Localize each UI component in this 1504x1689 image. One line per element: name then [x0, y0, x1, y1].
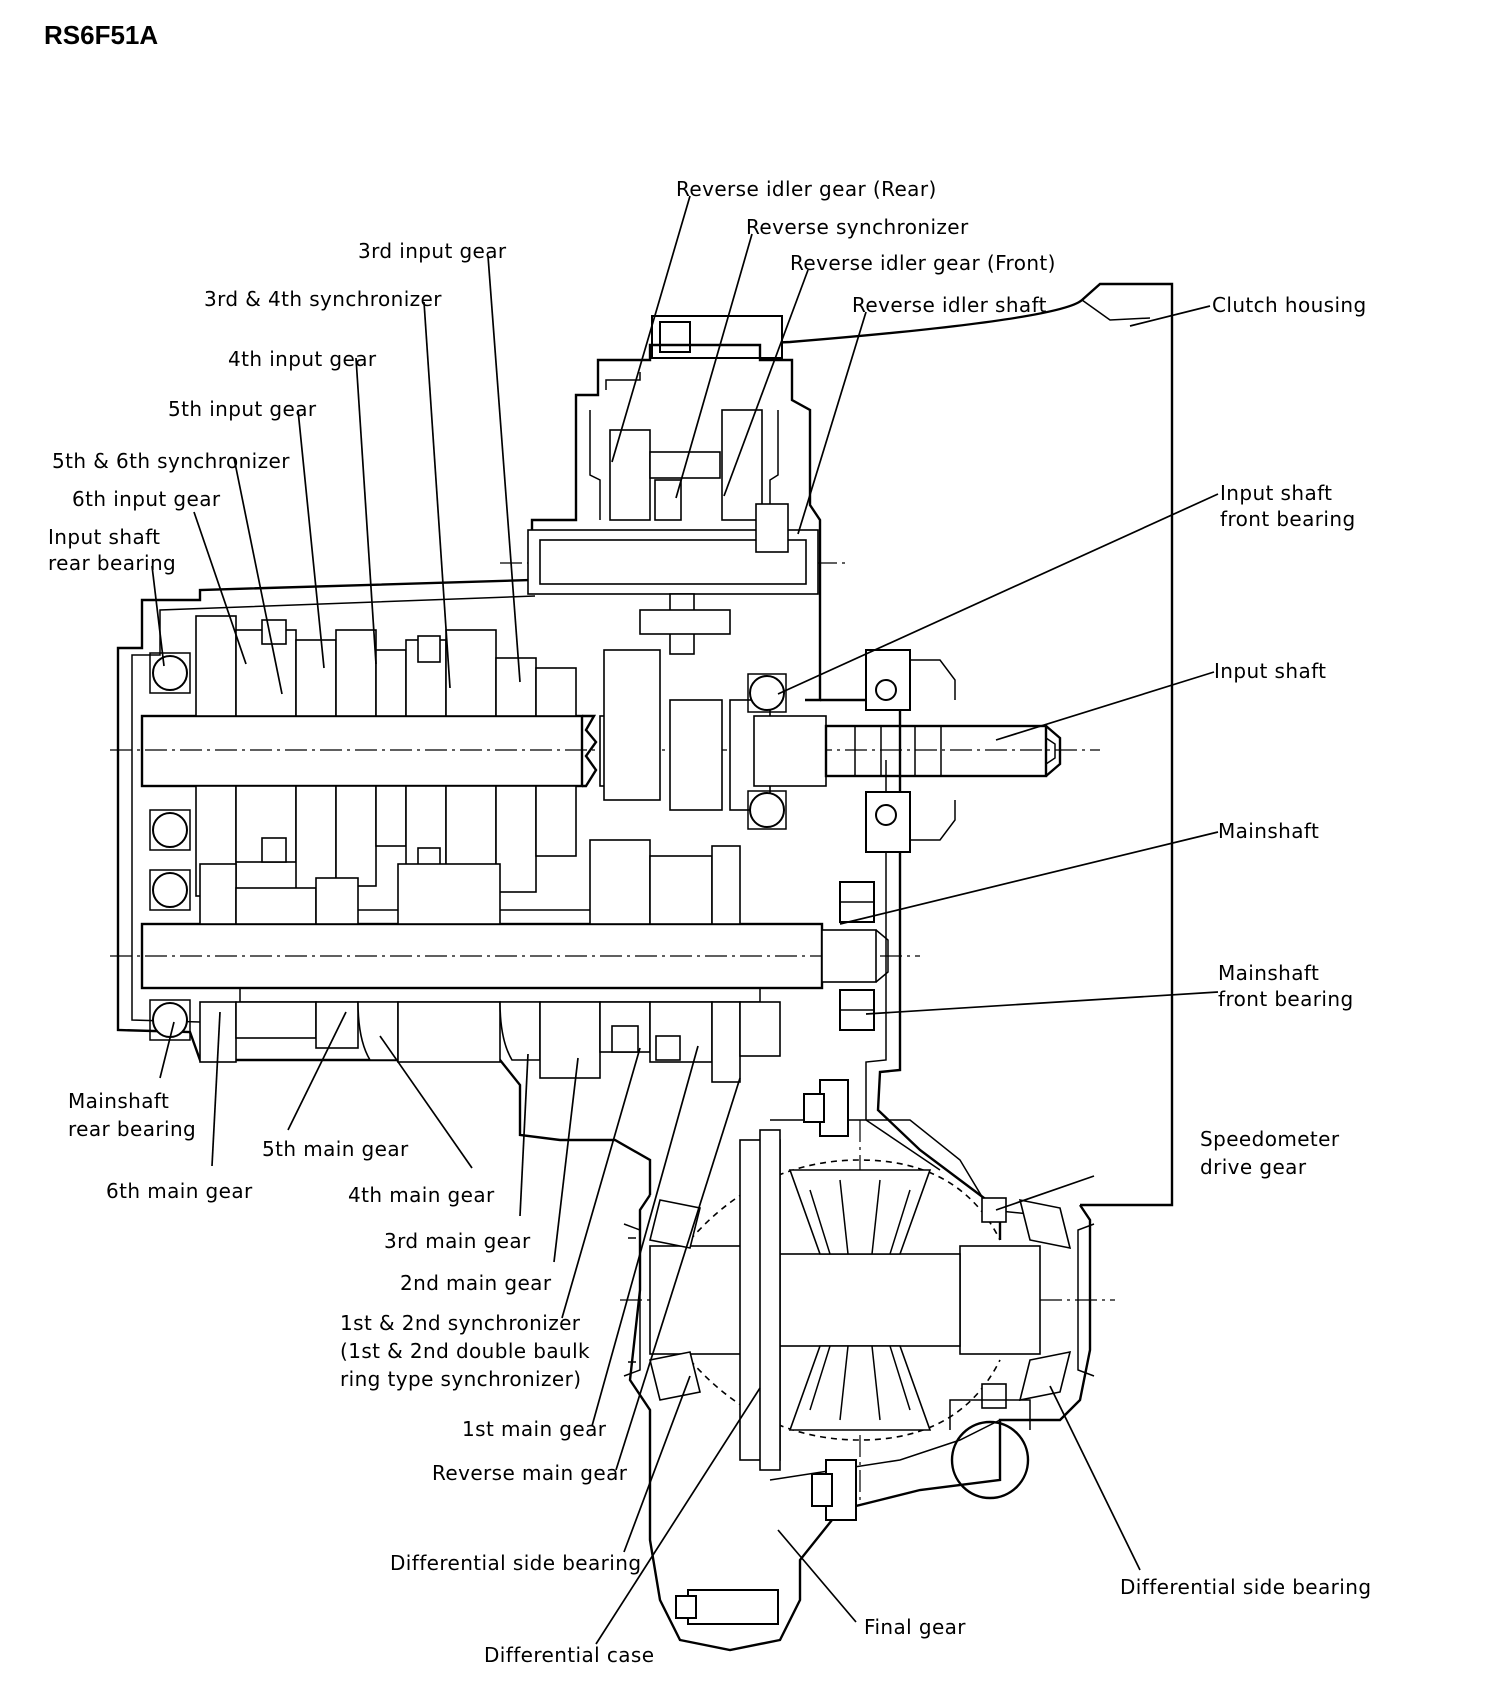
label-final-gear: Final gear — [864, 1615, 966, 1639]
reverse-idler-assembly — [527, 409, 819, 655]
label-clutch-housing: Clutch housing — [1212, 293, 1367, 317]
label-input-shaft-rear-bearing-line2: rear bearing — [48, 551, 176, 575]
label-reverse-idler-gear-rear: Reverse idler gear (Rear) — [676, 177, 937, 201]
label-first-second-synchronizer-line2: (1st & 2nd double baulk — [340, 1339, 590, 1363]
differential-oil-seals — [623, 1223, 1095, 1377]
label-fourth-main-gear: 4th main gear — [348, 1183, 495, 1207]
label-fourth-input-gear: 4th input gear — [228, 347, 377, 371]
label-sixth-input-gear: 6th input gear — [72, 487, 221, 511]
label-differential-side-bearing-right: Differential side bearing — [1120, 1575, 1371, 1599]
input-shaft-rear-bearing — [149, 652, 191, 851]
speedometer-drive-gear-part — [981, 1197, 1007, 1409]
label-mainshaft-rear-bearing-line1: Mainshaft — [68, 1089, 169, 1113]
input-gear-stack-lower — [195, 785, 577, 897]
differential-assembly — [649, 1129, 1041, 1471]
mainshaft-front-bearing — [839, 881, 875, 1031]
label-second-main-gear: 2nd main gear — [400, 1271, 552, 1295]
input-shaft-assembly — [140, 649, 1062, 811]
label-mainshaft: Mainshaft — [1218, 819, 1319, 843]
label-first-main-gear: 1st main gear — [462, 1417, 607, 1441]
label-reverse-idler-shaft: Reverse idler shaft — [852, 293, 1047, 317]
label-input-shaft-rear-bearing-line1: Input shaft — [48, 525, 160, 549]
input-shaft-seal — [865, 649, 956, 853]
speedometer-pinion-housing — [949, 1399, 1031, 1500]
clutch-housing-outline — [649, 282, 1174, 1207]
input-shaft-front-bearing — [747, 673, 787, 830]
label-reverse-synchronizer: Reverse synchronizer — [746, 215, 969, 239]
differential-side-bearing-left-part — [649, 1199, 701, 1401]
label-fifth-input-gear: 5th input gear — [168, 397, 317, 421]
label-differential-case: Differential case — [484, 1643, 654, 1667]
main-gear-stack — [199, 1001, 781, 1083]
diagram-title: RS6F51A — [44, 20, 159, 50]
label-reverse-main-gear: Reverse main gear — [432, 1461, 628, 1485]
label-mainshaft-front-bearing-line2: front bearing — [1218, 987, 1354, 1011]
housing-bolts — [675, 1079, 857, 1625]
leader-lines — [151, 195, 1219, 1645]
label-mainshaft-rear-bearing-line2: rear bearing — [68, 1117, 196, 1141]
label-fifth-sixth-synchronizer: 5th & 6th synchronizer — [52, 449, 290, 473]
differential-side-bearing-right-part — [1018, 1198, 1072, 1402]
label-first-second-synchronizer-line3: ring type synchronizer) — [340, 1367, 581, 1391]
label-mainshaft-front-bearing-line1: Mainshaft — [1218, 961, 1319, 985]
label-input-shaft: Input shaft — [1214, 659, 1326, 683]
label-third-main-gear: 3rd main gear — [384, 1229, 531, 1253]
mainshaft-rear-bearing — [149, 869, 191, 1041]
input-gear-stack-upper — [195, 615, 577, 717]
label-differential-side-bearing-left: Differential side bearing — [390, 1551, 641, 1575]
main-gear-stack-upper — [199, 839, 741, 925]
label-input-shaft-front-bearing-line2: front bearing — [1220, 507, 1356, 531]
label-input-shaft-front-bearing-line1: Input shaft — [1220, 481, 1332, 505]
label-speedometer-drive-gear-line1: Speedometer — [1200, 1127, 1340, 1151]
label-third-fourth-synchronizer: 3rd & 4th synchronizer — [204, 287, 442, 311]
label-first-second-synchronizer-line1: 1st & 2nd synchronizer — [340, 1311, 581, 1335]
label-sixth-main-gear: 6th main gear — [106, 1179, 253, 1203]
reverse-idler-housing — [589, 372, 779, 520]
label-fifth-main-gear: 5th main gear — [262, 1137, 409, 1161]
label-reverse-idler-gear-front: Reverse idler gear (Front) — [790, 251, 1056, 275]
label-third-input-gear: 3rd input gear — [358, 239, 507, 263]
label-speedometer-drive-gear-line2: drive gear — [1200, 1155, 1307, 1179]
